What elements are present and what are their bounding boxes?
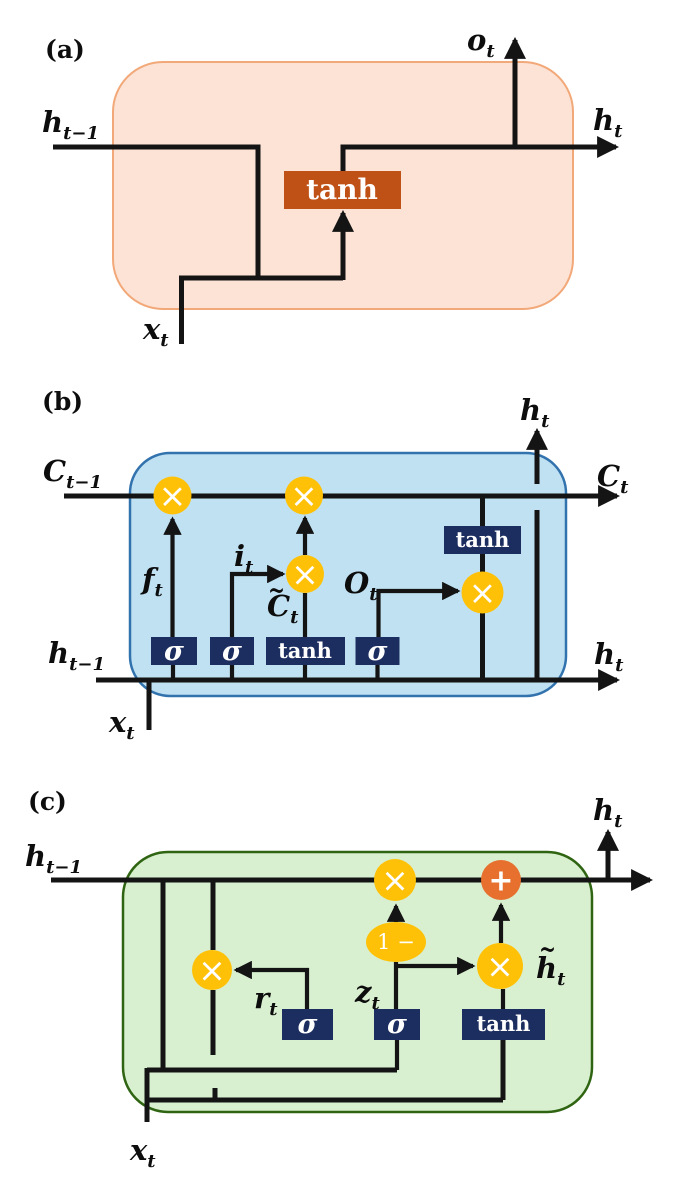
label-b-c-prev: Ct−1 [43, 454, 102, 493]
label-b-o: Ot [344, 566, 378, 605]
label-b-f: ft [140, 562, 163, 601]
label-b-c-tilde-mark: ~ [268, 576, 285, 606]
label-b-h-out: ht [594, 637, 624, 676]
label-a-x: xt [142, 312, 169, 351]
label-b-i: it [234, 539, 254, 578]
panel-c-gru: (c) σ σ tanh × + × × 1 − [25, 787, 654, 1172]
lstm-sigma-output-box [355, 637, 400, 665]
gru-htilde-mult-circle [477, 943, 523, 989]
lstm-tanh-output-box [444, 526, 521, 554]
gru-update-mult-circle [374, 859, 416, 901]
gru-htilde-mult-op: × [486, 947, 514, 986]
rnn-tanh-label: tanh [306, 173, 378, 206]
panel-c-tag: (c) [28, 787, 67, 816]
gru-plus-circle [481, 860, 521, 900]
lstm-output-mult-circle [461, 571, 504, 614]
label-b-c-tilde: Ct [267, 589, 299, 628]
gru-cell-body [121, 850, 594, 1114]
lstm-input-mult-op: × [291, 555, 319, 594]
lstm-input-mult-circle [286, 555, 324, 593]
lstm-tanh-output-label: tanh [456, 527, 510, 552]
label-b-h-top: ht [520, 393, 550, 432]
lstm-forget-mult-circle [153, 476, 192, 515]
lstm-forget-mult-op: × [159, 476, 187, 515]
rnn-tanh-box [284, 171, 401, 209]
gru-tanh-box [462, 1009, 545, 1040]
lstm-sigma-input-label: σ [222, 636, 242, 667]
panel-b-tag: (b) [42, 387, 83, 416]
label-a-h-prev: ht−1 [42, 105, 99, 144]
label-c-x: xt [129, 1133, 156, 1172]
panel-a-rnn: (a) tanh ht−1 xt ot ht [42, 23, 623, 351]
lstm-tanh-candidate-label: tanh [278, 638, 332, 663]
lstm-sigma-forget-label: σ [164, 636, 184, 667]
gru-reset-mult-op: × [198, 951, 226, 990]
gru-sigma-update-box [374, 1009, 420, 1040]
panel-a-tag: (a) [45, 35, 85, 64]
label-c-z: zt [354, 975, 380, 1014]
gru-sigma-reset-box [282, 1009, 333, 1040]
label-c-h-out: ht [593, 793, 623, 832]
lstm-cellupdate-mult-op: × [290, 476, 318, 515]
gru-tanh-label: tanh [477, 1011, 531, 1036]
label-c-h-prev: ht−1 [25, 839, 82, 878]
lstm-tanh-candidate-box [266, 637, 345, 665]
label-b-h-prev: ht−1 [48, 636, 105, 675]
label-b-c-out: Ct [597, 459, 629, 498]
label-c-r: rt [254, 981, 278, 1020]
label-c-h-tilde-mark: ~ [539, 935, 556, 965]
lstm-sigma-forget-box [151, 637, 197, 665]
gru-reset-mult-circle [192, 950, 232, 990]
wire-i-arrow [229, 564, 286, 637]
label-c-h-tilde: ht [536, 951, 566, 990]
gru-sigma-reset-label: σ [298, 1009, 318, 1040]
panel-b-lstm: (b) σ σ tanh σ tanh × × [42, 387, 629, 744]
wire-o-arrow [376, 581, 461, 637]
label-a-h: ht [593, 103, 623, 142]
lstm-output-mult-op: × [469, 573, 497, 612]
lstm-cellupdate-mult-circle [285, 476, 323, 515]
lstm-sigma-output-label: σ [368, 636, 388, 667]
gru-update-mult-op: × [381, 861, 409, 900]
wire-h-prev-input [53, 144, 261, 276]
lstm-cell-body [128, 451, 568, 698]
gru-sigma-update-label: σ [387, 1009, 407, 1040]
wire-h-output [340, 135, 620, 171]
wire-r-arrow [233, 960, 310, 1009]
gru-one-minus-ellipse [366, 922, 426, 962]
wire-x-input [179, 275, 343, 344]
lstm-sigma-input-box [210, 637, 254, 665]
label-b-x: xt [108, 705, 135, 744]
label-a-o: ot [467, 23, 495, 62]
gru-one-minus-text: 1 − [377, 930, 415, 954]
gru-plus-op: + [488, 864, 513, 899]
